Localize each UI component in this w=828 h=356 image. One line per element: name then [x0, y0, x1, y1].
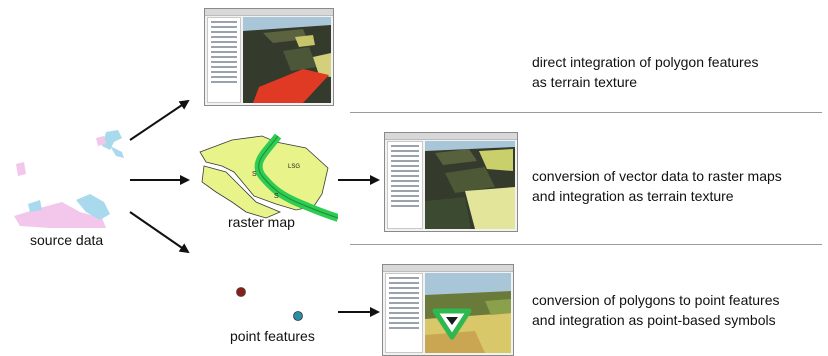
- source-data-label: source data: [30, 232, 104, 248]
- row-divider-1: [350, 112, 822, 113]
- point-features-label: point features: [230, 328, 315, 344]
- point-red: [236, 287, 246, 297]
- raster-map-label: raster map: [228, 214, 295, 230]
- source-polygon-pink-top: [96, 136, 106, 146]
- yield-sign-icon: [432, 308, 472, 340]
- terrain-view: [425, 141, 515, 229]
- point-teal: [293, 311, 303, 321]
- description-row2: conversion of vector data to raster maps…: [532, 166, 782, 206]
- description-row1: direct integration of polygon features a…: [532, 52, 758, 92]
- arrow-icon: [129, 99, 190, 141]
- terrain-view: [425, 273, 511, 353]
- screenshot-raster-integration: [384, 132, 518, 232]
- description-line: as terrain texture: [532, 74, 638, 90]
- raster-area-lower: [201, 165, 282, 219]
- description-line: and integration as terrain texture: [532, 188, 734, 204]
- description-row3: conversion of polygons to point features…: [532, 290, 780, 330]
- map-label-lsg: LSG: [288, 164, 300, 170]
- source-polygon-pink-left: [16, 162, 26, 176]
- raster-map: S LSG S: [199, 133, 338, 222]
- terrain-view: [243, 17, 331, 103]
- point-features-map: [236, 287, 303, 321]
- map-label-s: S: [252, 171, 257, 178]
- source-polygon-blue-top: [102, 130, 122, 150]
- source-polygon-blue-bottom: [76, 194, 110, 220]
- description-line: conversion of polygons to point features: [532, 292, 780, 308]
- description-line: direct integration of polygon features: [532, 54, 759, 70]
- description-line: conversion of vector data to raster maps: [532, 168, 782, 184]
- arrow-icon: [129, 211, 190, 254]
- row-divider-2: [350, 244, 822, 245]
- description-line: and integration as point-based symbols: [532, 312, 776, 328]
- red-polygon: [253, 69, 329, 103]
- source-data-map: [14, 130, 124, 228]
- source-polygon-blue-small: [28, 200, 42, 212]
- source-polygon-pink-bottom: [14, 202, 106, 228]
- screenshot-polygon-integration: [204, 8, 334, 106]
- source-polygon-blue-tail: [110, 146, 124, 158]
- screenshot-point-symbols: [382, 264, 514, 356]
- map-label-s2: S: [274, 193, 279, 200]
